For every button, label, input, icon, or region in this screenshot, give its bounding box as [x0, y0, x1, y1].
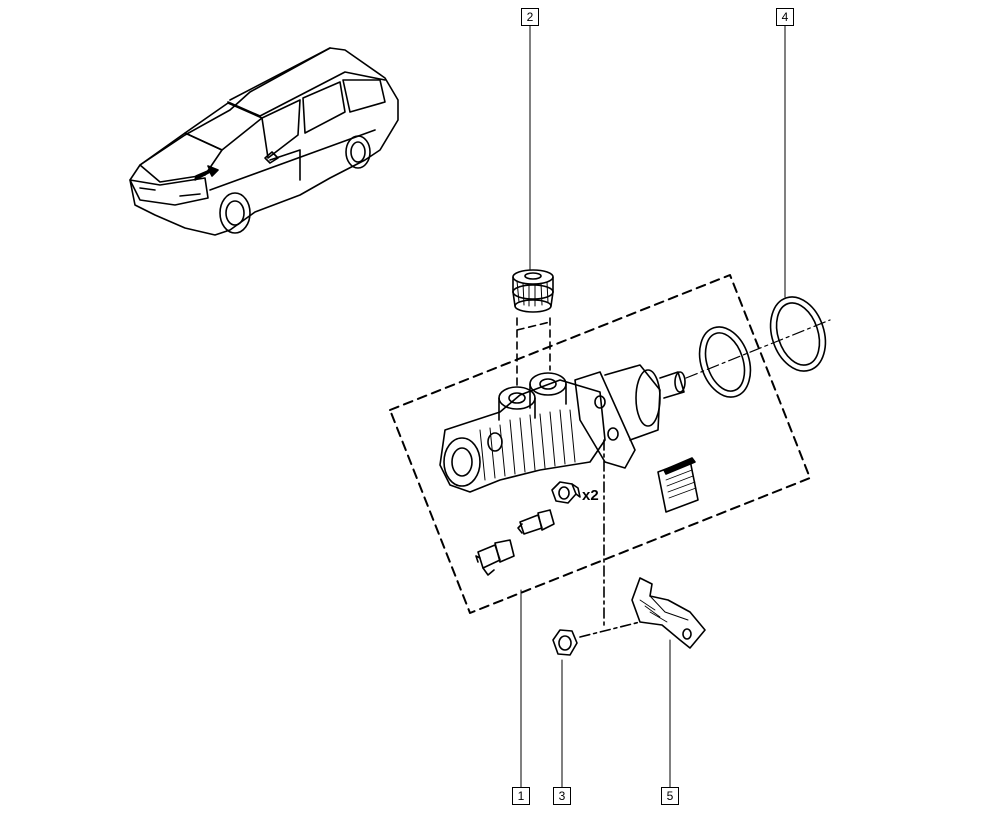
bleed-screw: [517, 509, 555, 535]
o-rings: [698, 296, 827, 398]
pedal-bracket: [631, 577, 706, 649]
alignment-line-bracket: [579, 439, 641, 638]
callout-label-5: 5: [661, 787, 679, 805]
hex-nut: [551, 481, 581, 504]
master-cylinder: [439, 364, 686, 493]
leader-lines: [520, 24, 786, 789]
axis-line: [685, 319, 831, 379]
alignment-line-seal: [516, 317, 551, 386]
union-fitting: [475, 539, 515, 576]
kit-boundary: [389, 274, 811, 614]
quantity-label: x2: [582, 487, 599, 504]
mounting-nut: [552, 629, 578, 656]
reservoir-seal: [512, 269, 554, 313]
vehicle-illustration: [129, 47, 399, 236]
callout-label-3: 3: [553, 787, 571, 805]
instruction-leaflet: [657, 457, 699, 513]
callout-label-1: 1: [512, 787, 530, 805]
callout-label-4: 4: [776, 8, 794, 26]
callout-label-2: 2: [521, 8, 539, 26]
